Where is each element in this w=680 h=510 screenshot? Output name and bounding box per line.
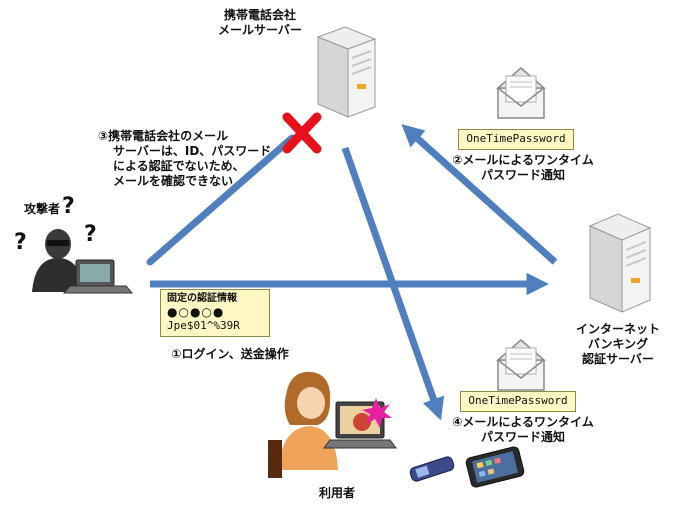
question-mark-1: ? xyxy=(62,194,75,219)
arrow-bank-to-carrier xyxy=(401,124,558,265)
fixed-auth-card: 固定の認証情報 ●○●○● Jpe$01^%39R xyxy=(160,289,270,337)
carrier-server-label: 携帯電話会社 メールサーバー xyxy=(218,8,302,37)
fixed-auth-password: Jpe$01^%39R xyxy=(167,319,240,332)
smartphone-icon xyxy=(465,446,525,488)
otp-card-top: OneTimePassword xyxy=(458,129,574,150)
question-mark-3: ? xyxy=(84,222,97,247)
flip-phone-icon xyxy=(409,456,455,482)
user-label: 利用者 xyxy=(318,486,355,500)
step4-label: ④メールによるワンタイム パスワード通知 xyxy=(452,415,594,444)
bank-server-label: インターネット バンキング 認証サーバー xyxy=(575,322,660,366)
arrow-carrier-to-user xyxy=(341,146,445,421)
fixed-auth-title: 固定の認証情報 xyxy=(167,293,237,304)
fixed-auth-dots: ●○●○● xyxy=(167,305,225,319)
question-mark-2: ? xyxy=(14,230,27,255)
attacker-label: 攻撃者 xyxy=(23,202,60,216)
arrow-attacker-to-carrier xyxy=(146,134,296,266)
otp-card-bottom: OneTimePassword xyxy=(460,391,576,412)
blocked-cross-icon xyxy=(282,112,322,154)
step1-label: ①ログイン、送金操作 xyxy=(171,347,289,361)
step2-label: ②メールによるワンタイム パスワード通知 xyxy=(452,153,594,182)
note3-callout: ③携帯電話会社のメール サーバーは、ID、パスワード による認証でないため、 メ… xyxy=(98,129,272,188)
